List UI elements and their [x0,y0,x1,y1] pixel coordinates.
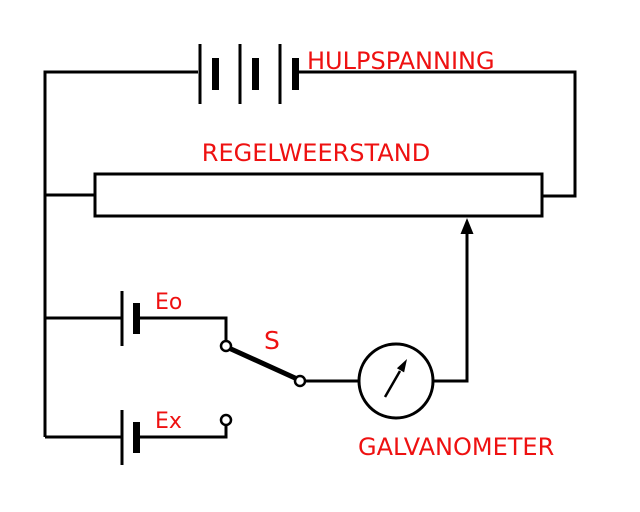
wire-eo-to-switch [140,316,228,341]
galvanometer [357,342,435,420]
switch-contact-eo [219,339,233,353]
wiper-arrow [460,218,474,234]
wire-left-rail [43,70,198,437]
auxiliary-battery [198,44,299,104]
battery-plate-short-2 [252,58,259,90]
selector-switch [219,339,307,427]
cell-ex [120,410,140,465]
galvanometer-dial [357,342,435,420]
hulpspanning-label: HULPSPANNING [307,47,495,75]
ex-label: Ex [155,409,182,434]
battery-plate-short-1 [212,58,219,90]
wires [43,70,577,439]
cell-eo [120,291,140,346]
rheostat-body [93,172,544,218]
wiper-arrowhead-icon [460,218,474,234]
eo-label: Eo [155,290,182,315]
switch-blade [228,346,298,381]
wire-meter-to-wiper [433,232,469,383]
eo-plate-short [133,303,140,334]
wire-right-rail [299,70,577,198]
switch-label: S [264,326,280,355]
battery-plate-short-3 [292,58,299,90]
galvanometer-needle-arrowhead-icon [396,359,407,373]
ex-plate-short [133,422,140,453]
galvanometer-label: GALVANOMETER [358,433,554,461]
wire-ex-to-switch [140,425,228,439]
regelweerstand-label: REGELWEERSTAND [202,139,430,167]
galvanometer-needle [383,370,402,398]
switch-pivot [293,374,307,388]
switch-contact-ex [219,413,233,427]
